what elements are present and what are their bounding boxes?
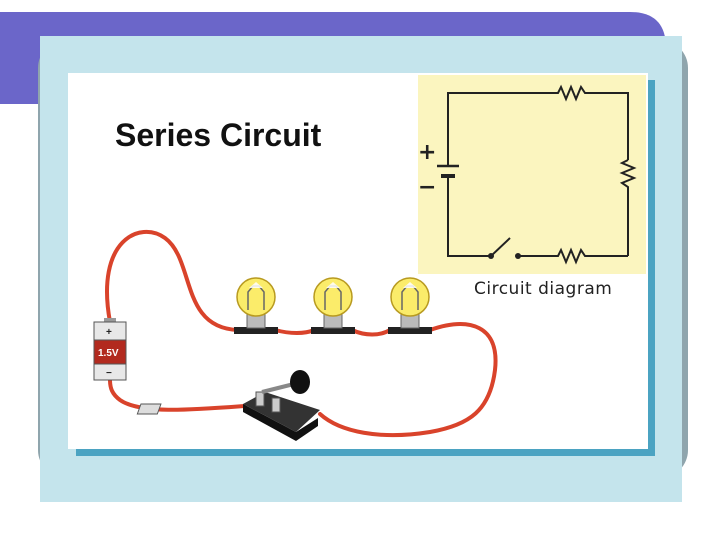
bulb-1: [234, 277, 278, 334]
battery-voltage-label: 1.5V: [98, 348, 119, 359]
battery: + 1.5V −: [93, 318, 127, 381]
wire-bulb2-to-bulb3: [350, 328, 392, 337]
schematic-bottom-wire: [518, 247, 628, 265]
bulb-2-highlight: [326, 282, 340, 288]
bulbs: [234, 277, 432, 334]
switch-handle-knob: [290, 370, 310, 394]
schematic-switch-contact-left: [488, 253, 494, 259]
switch-base-side: [243, 404, 318, 441]
slide-theme-background: [0, 12, 688, 502]
wire-switch-to-battery: [108, 378, 246, 412]
bulb-2-holder: [311, 327, 355, 334]
bulb-1-holder: [234, 327, 278, 334]
battery-negative-symbol: −: [106, 368, 112, 379]
diagram-caption: Circuit diagram: [474, 279, 612, 299]
bulb-3-glass: [390, 277, 430, 317]
schematic-switch-contact-right: [515, 253, 521, 259]
switch-terminal-plate: [136, 403, 162, 415]
switch-contact-left: [255, 391, 265, 407]
theme-left-strip: [0, 96, 40, 104]
switch-contact-right: [271, 397, 281, 413]
battery-body-bottom: [93, 363, 127, 381]
bulb-2-glass: [313, 277, 353, 317]
battery-terminal: [104, 318, 116, 323]
battery-positive-symbol: +: [106, 327, 112, 338]
bulb-2: [311, 277, 355, 334]
wire-battery-to-bulb1: [105, 229, 240, 332]
schematic-right-resistor: [619, 159, 637, 256]
battery-body-middle: [93, 339, 127, 365]
switch-lever: [261, 382, 295, 394]
bulb-3-holder: [388, 327, 432, 334]
knife-switch: [136, 370, 320, 441]
slide-title: Series Circuit: [115, 117, 322, 153]
bulb-1-highlight: [249, 282, 263, 288]
schematic-top-wire: [447, 84, 629, 160]
schematic-positive-symbol: +: [418, 140, 436, 165]
circuit-diagram-panel: + −: [418, 75, 646, 274]
bulb-1-glass: [236, 277, 276, 317]
schematic-left-lower-wire: [447, 184, 491, 257]
schematic-negative-symbol: −: [418, 175, 436, 200]
wire-bulb3-to-switch: [318, 322, 498, 438]
diagram-panel-background: [418, 75, 646, 274]
bulb-3: [388, 277, 432, 334]
bulb-3-highlight: [403, 282, 417, 288]
schematic-switch-blade: [490, 237, 511, 257]
